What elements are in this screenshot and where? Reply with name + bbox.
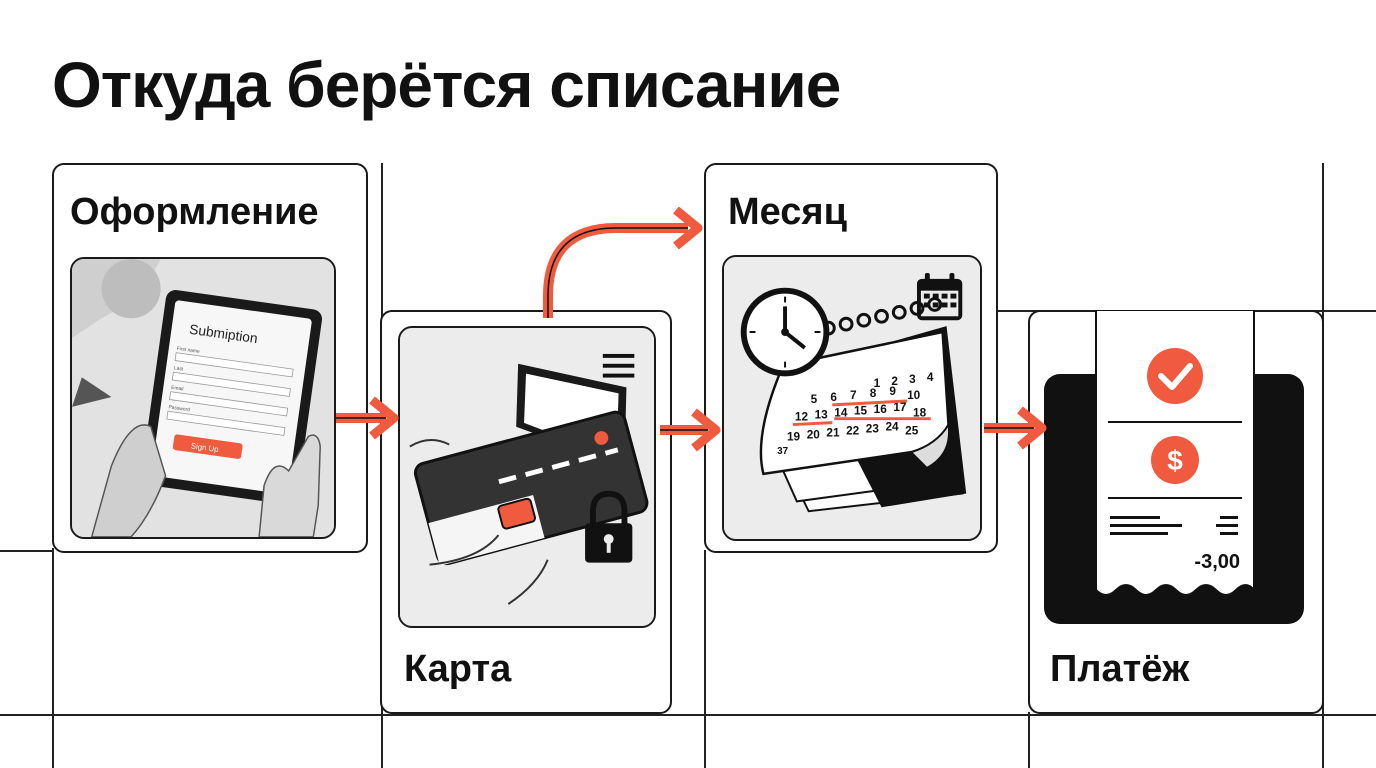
grid-line-v2 <box>52 548 54 768</box>
padlock-icon <box>585 490 633 563</box>
cal-day: 1 <box>874 376 881 390</box>
cal-day: 24 <box>885 419 899 433</box>
cal-day: 25 <box>905 423 919 437</box>
card-panel <box>398 326 656 628</box>
step-card-card: Карта <box>380 310 672 714</box>
grid-line-h2 <box>0 714 1376 716</box>
cal-day: 3 <box>909 372 916 386</box>
form-field4-label: Password <box>168 404 190 413</box>
payment-amount: -3,00 <box>1194 551 1240 573</box>
cal-day: 12 <box>795 410 809 424</box>
cal-day: 4 <box>927 370 934 384</box>
signup-photo-panel: Submiption First name Last Email Passwor… <box>70 257 336 539</box>
step-label-month: Месяц <box>728 191 847 233</box>
cal-day: 13 <box>815 408 829 422</box>
step-card-month: Месяц <box>704 163 998 553</box>
arrow-card-to-month-curve <box>543 206 703 318</box>
cal-day: 8 <box>870 386 877 400</box>
page-title: Откуда берётся списание <box>52 49 841 121</box>
grid-line-v3 <box>704 550 706 768</box>
step-label-card: Карта <box>404 648 512 690</box>
step-label-payment: Платёж <box>1050 648 1190 690</box>
cal-day: 6 <box>830 390 837 404</box>
cal-day: 5 <box>811 392 818 406</box>
step-card-signup: Оформление Submiption First name Last Em… <box>52 163 368 553</box>
cal-day: 19 <box>787 429 801 443</box>
clock-icon <box>740 287 830 377</box>
form-field3-label: Email <box>171 385 184 393</box>
currency-symbol: $ <box>1167 445 1183 476</box>
cal-day: 14 <box>834 406 848 420</box>
cal-day: 18 <box>913 406 927 420</box>
cal-day: 15 <box>854 404 868 418</box>
step-label-signup: Оформление <box>70 191 319 233</box>
grid-line-h1 <box>0 550 54 552</box>
receipt-illustration: $ -3,00 <box>1044 310 1304 624</box>
tablet-form-illustration: Submiption First name Last Email Passwor… <box>72 259 334 537</box>
grid-line-v5 <box>1028 712 1030 768</box>
cal-day: 10 <box>907 388 921 402</box>
cal-day: 37 <box>777 446 788 457</box>
card-reader-illustration <box>400 328 654 626</box>
cal-day: 2 <box>891 374 898 388</box>
form-field1-label: First name <box>176 346 200 355</box>
dollar-icon: $ <box>1151 436 1199 484</box>
cal-day: 9 <box>889 384 896 398</box>
cal-day: 22 <box>846 423 860 437</box>
cal-day: 23 <box>866 421 880 435</box>
cal-day: 20 <box>807 427 821 441</box>
cal-day: 21 <box>826 425 840 439</box>
cal-day: 17 <box>893 400 907 414</box>
form-field2-label: Last <box>174 365 185 372</box>
month-panel: 1 2 3 4 5 6 7 8 9 10 12 13 14 15 16 17 1… <box>722 255 982 541</box>
cal-day: 16 <box>874 402 888 416</box>
cal-day: 7 <box>850 388 857 402</box>
menu-icon <box>602 353 635 378</box>
calendar-icon <box>916 272 963 321</box>
form-signup-button: Sign Up <box>190 441 220 454</box>
checkmark-icon <box>1147 348 1203 404</box>
calendar-illustration: 1 2 3 4 5 6 7 8 9 10 12 13 14 15 16 17 1… <box>724 257 980 539</box>
